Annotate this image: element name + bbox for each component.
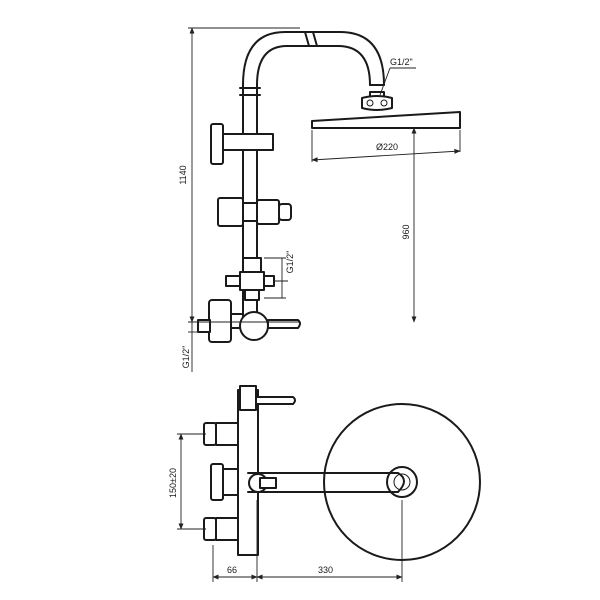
dim-total-height: 1140 (178, 27, 300, 323)
inlet-knob-bottom (203, 517, 239, 541)
pipe-joint (304, 31, 318, 47)
thread-callout-bottom: G1/2" (181, 322, 200, 372)
thread-top-label: G1/2" (390, 57, 413, 67)
front-view: 150±20 66 330 (168, 385, 481, 582)
dim-head-diameter: Ø220 (311, 130, 461, 163)
arm-clip (259, 477, 277, 489)
thread-mid-label: G1/2" (285, 251, 295, 274)
inlet-spacing-label: 150±20 (168, 468, 178, 498)
head-height-label: 960 (401, 224, 411, 239)
top-lever (255, 396, 296, 405)
hand-shower-slider (217, 197, 292, 227)
inlet-knob-middle (210, 463, 239, 501)
shower-arm (247, 472, 405, 493)
clamp-rings (239, 87, 261, 96)
thread-callout-mid: G1/2" (264, 251, 295, 299)
riser-pipe (242, 31, 385, 324)
riser-pipe-inner (256, 45, 371, 324)
inlet-knob-top (203, 422, 239, 446)
dim-inlet-spacing: 150±20 (168, 433, 206, 530)
mixer-valve (197, 299, 301, 343)
shower-head-hub-outer (386, 466, 418, 498)
arm-reach-label: 330 (318, 565, 333, 575)
dim-horizontal: 66 330 (212, 500, 403, 582)
diverter-fitting (225, 257, 288, 301)
offset-label: 66 (227, 565, 237, 575)
shower-head (311, 111, 461, 129)
wall-bracket (210, 123, 274, 165)
top-cap (239, 385, 257, 411)
total-height-label: 1140 (178, 165, 188, 184)
dim-head-height: 960 (401, 127, 417, 323)
shower-head-hub-inner (393, 473, 411, 491)
thread-callout-top: G1/2" (379, 57, 416, 96)
ball-joint (361, 91, 393, 111)
side-view: 1140 960 Ø220 G1/2" G1/2" (178, 27, 461, 372)
head-diameter-label: Ø220 (376, 142, 398, 152)
thread-bottom-label: G1/2" (181, 346, 191, 369)
